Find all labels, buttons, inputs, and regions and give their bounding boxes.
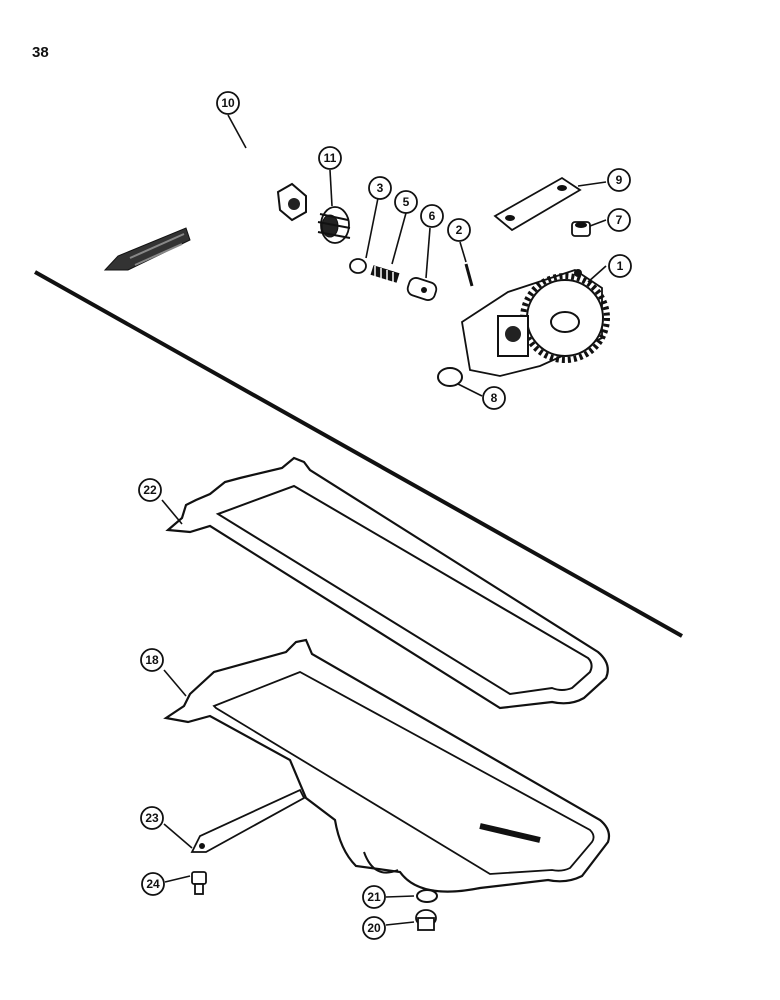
callout-8-label: 8	[491, 391, 498, 405]
oil-pan-part	[163, 638, 611, 893]
callout-2-label: 2	[456, 223, 463, 237]
callout-21-label: 21	[367, 890, 381, 904]
callout-9-label: 9	[616, 173, 623, 187]
callout-23: 23	[140, 806, 164, 830]
callout-20: 20	[362, 916, 386, 940]
callout-18-label: 18	[145, 653, 159, 667]
callout-10-label: 10	[221, 96, 235, 110]
seat-part	[349, 258, 367, 274]
oil-suction-tube-part	[103, 150, 307, 271]
callout-6-label: 6	[429, 209, 436, 223]
callout-21: 21	[362, 885, 386, 909]
callout-22: 22	[138, 478, 162, 502]
o-ring-part	[437, 367, 463, 387]
callout-7: 7	[607, 208, 631, 232]
drain-plug-part	[415, 909, 437, 931]
callout-8: 8	[482, 386, 506, 410]
section-divider-line	[34, 270, 683, 638]
callout-10: 10	[216, 91, 240, 115]
strap-part	[190, 788, 306, 853]
pin-part	[464, 263, 474, 287]
fitting-part	[317, 206, 351, 244]
plunger-part	[406, 277, 438, 301]
callout-3: 3	[368, 176, 392, 200]
callout-24-label: 24	[146, 877, 160, 891]
callout-11-label: 11	[324, 151, 337, 165]
callout-22-label: 22	[143, 483, 157, 497]
leader-lines	[161, 114, 607, 926]
gasket-washer-part	[416, 889, 438, 903]
oil-pump-part	[461, 269, 610, 377]
nut-part	[571, 221, 591, 237]
callout-1-label: 1	[617, 259, 624, 273]
callout-11: 11	[318, 146, 342, 170]
callout-7-label: 7	[616, 213, 623, 227]
spring-part	[370, 265, 400, 284]
lock-plate-part	[493, 176, 582, 232]
callout-3-label: 3	[377, 181, 384, 195]
oil-pan-gasket-part	[165, 456, 609, 710]
callout-9: 9	[607, 168, 631, 192]
callout-2: 2	[447, 218, 471, 242]
bolt-part	[191, 871, 207, 895]
callout-1: 1	[608, 254, 632, 278]
callout-24: 24	[141, 872, 165, 896]
callout-20-label: 20	[367, 921, 381, 935]
callout-6: 6	[420, 204, 444, 228]
callout-5-label: 5	[403, 195, 410, 209]
callout-23-label: 23	[145, 811, 159, 825]
callout-5: 5	[394, 190, 418, 214]
callout-18: 18	[140, 648, 164, 672]
page-number: 38	[32, 44, 49, 61]
